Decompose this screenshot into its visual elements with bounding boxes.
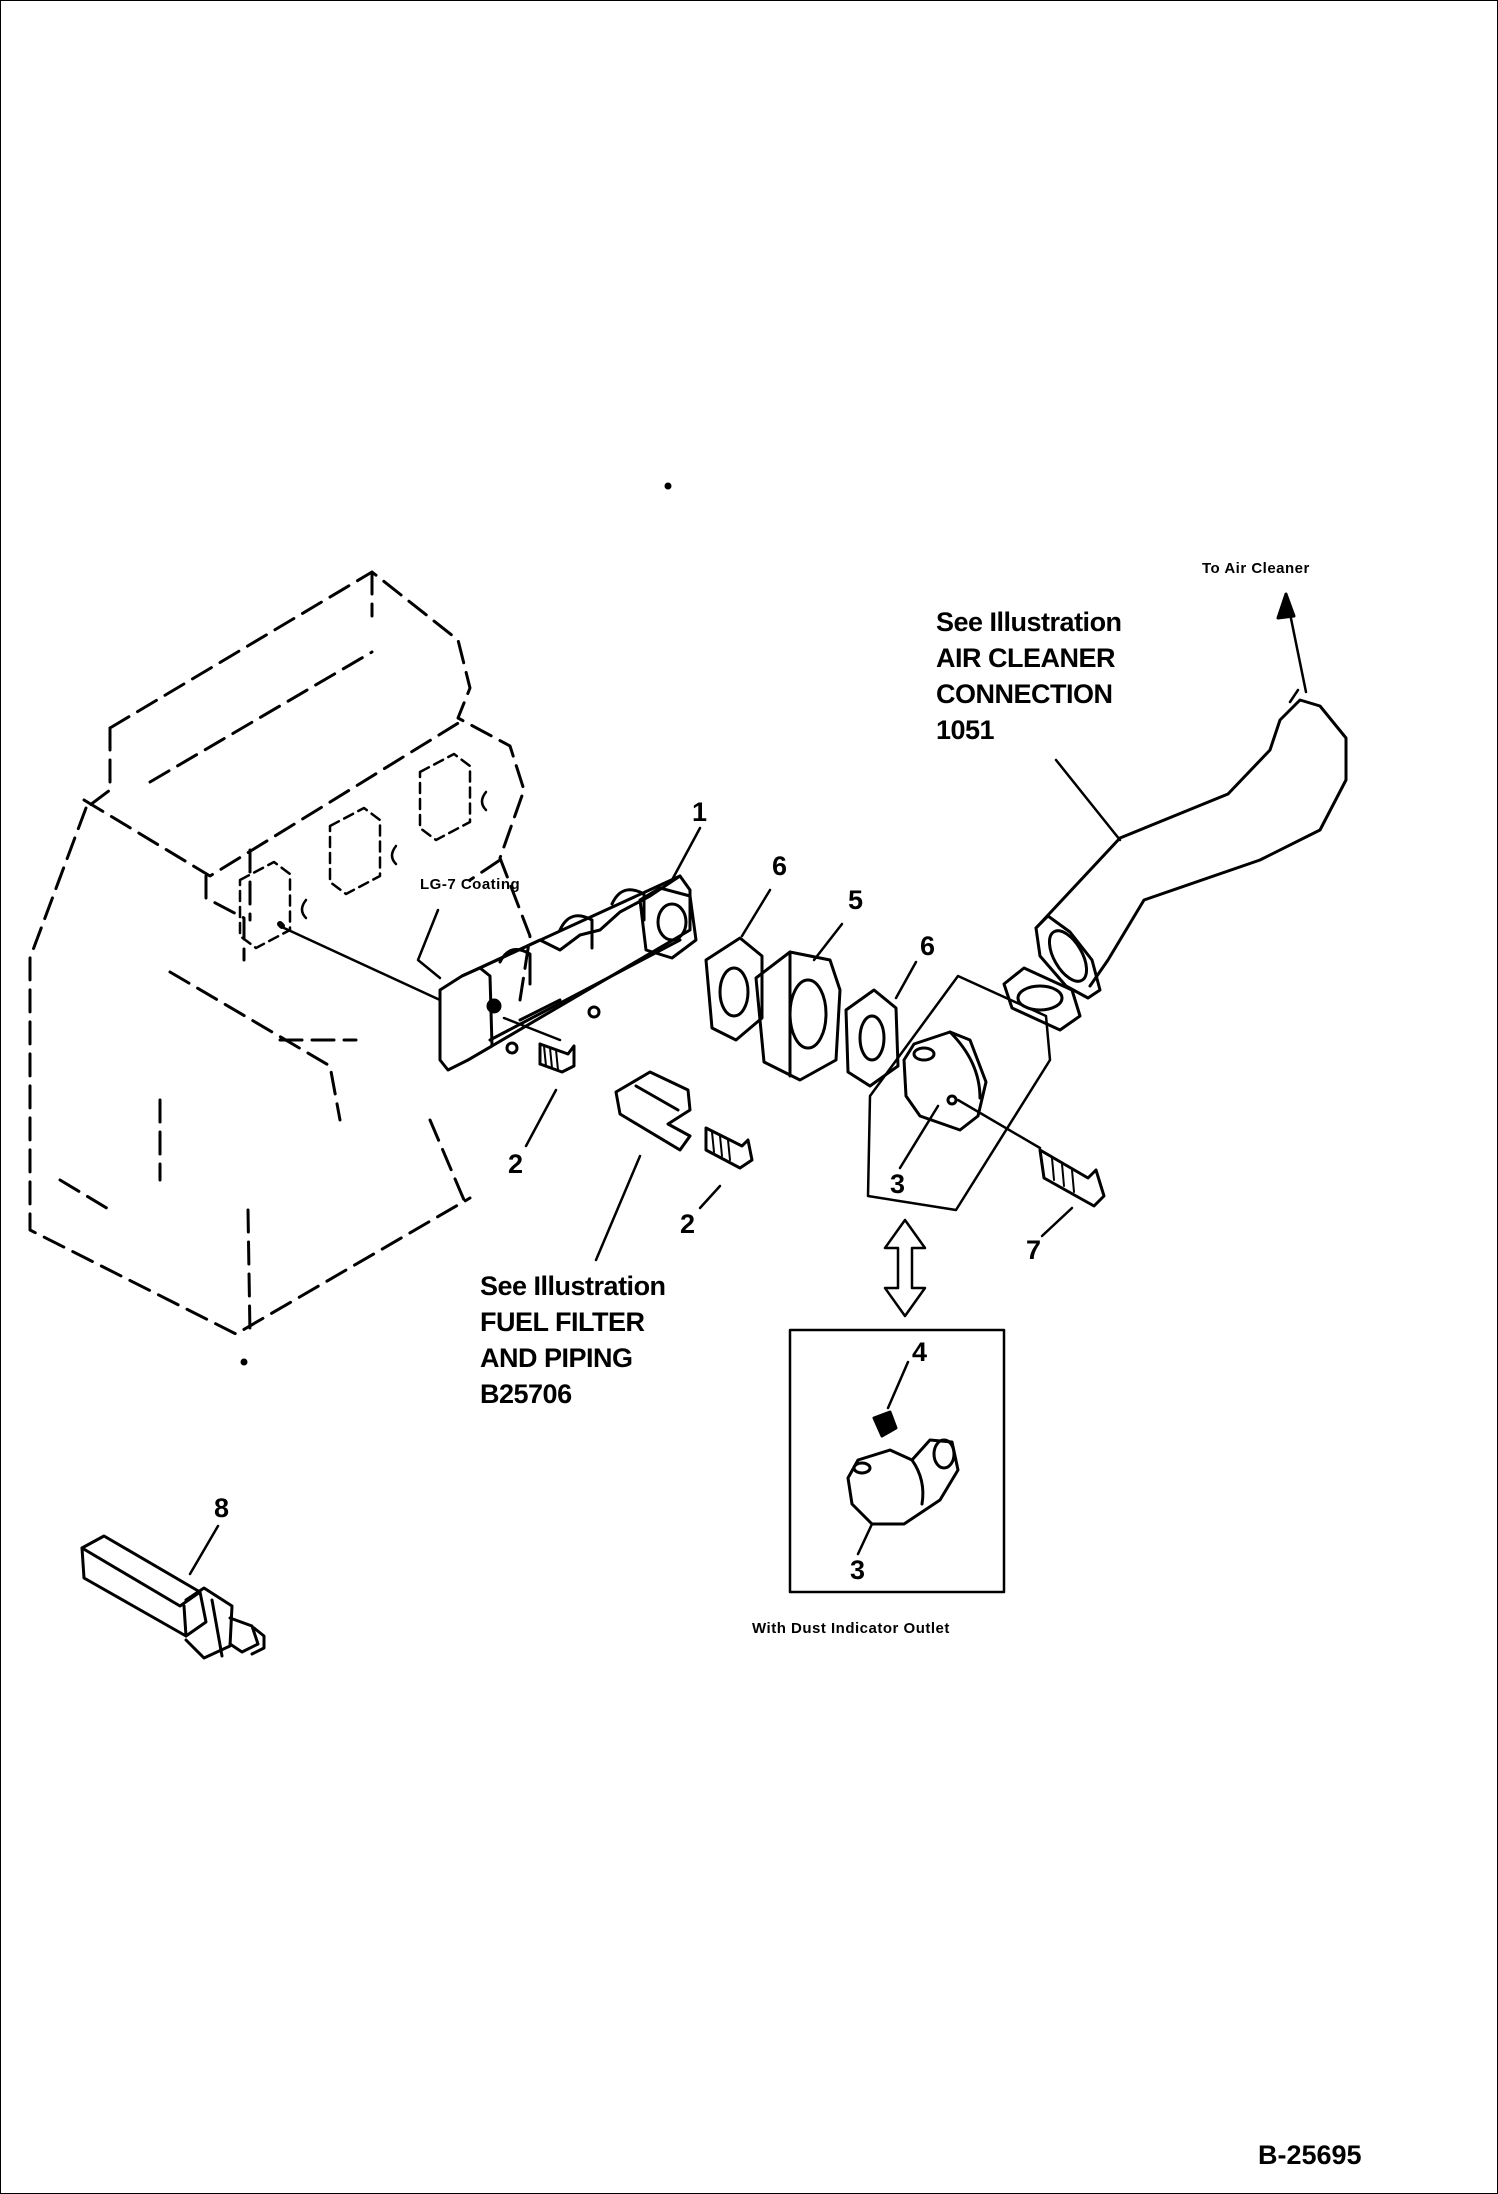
- callout-1: 1: [692, 797, 708, 827]
- plug-4: [872, 1360, 910, 1438]
- callout-5: 5: [848, 885, 864, 915]
- gasket-6a: [704, 888, 772, 1042]
- see-fuel-filter-line3: AND PIPING: [480, 1343, 633, 1373]
- exhaust-manifold: [438, 874, 698, 1072]
- bolt-7: [956, 1098, 1106, 1238]
- engine-block: [28, 570, 532, 1336]
- speck: [664, 482, 672, 490]
- double-arrow: [883, 1218, 927, 1318]
- stud-line: [282, 926, 442, 1002]
- tool-8: [80, 1524, 266, 1660]
- see-air-cleaner-line2: AIR CLEANER: [936, 643, 1116, 673]
- dust-indicator-box: [788, 1328, 1006, 1594]
- callout-7: 7: [1026, 1235, 1042, 1265]
- callout-6a: 6: [772, 851, 788, 881]
- elbow-3-with-indicator: [846, 1438, 960, 1556]
- see-fuel-filter-line4: B25706: [480, 1379, 572, 1409]
- bolt-2b: [698, 1126, 754, 1210]
- figure-reference: B-25695: [1258, 2140, 1362, 2170]
- to-air-cleaner-arrow: [1276, 592, 1308, 694]
- hose-clamp: [1002, 966, 1082, 1032]
- bracket: [594, 1070, 692, 1262]
- air-hose: [1034, 688, 1348, 1000]
- see-air-cleaner-line4: 1051: [936, 715, 995, 745]
- see-air-cleaner-line1: See Illustration: [936, 607, 1122, 637]
- callout-2a: 2: [508, 1149, 524, 1179]
- with-dust-indicator-label: With Dust Indicator Outlet: [752, 1620, 950, 1637]
- to-air-cleaner-label: To Air Cleaner: [1202, 560, 1310, 577]
- speck: [240, 1358, 248, 1366]
- callout-3b: 3: [850, 1555, 866, 1585]
- callout-3a: 3: [890, 1169, 906, 1199]
- see-fuel-filter-line1: See Illustration: [480, 1271, 666, 1301]
- callout-4: 4: [912, 1337, 928, 1367]
- lg7-coating-label: LG-7 Coating: [420, 876, 521, 893]
- elbow-group-outline: [866, 974, 1052, 1212]
- see-fuel-filter-line2: FUEL FILTER: [480, 1307, 645, 1337]
- see-air-cleaner-line3: CONNECTION: [936, 679, 1113, 709]
- adapter-5: [754, 922, 844, 1082]
- callout-2b: 2: [680, 1209, 696, 1239]
- bolt-2a: [502, 1016, 576, 1074]
- gasket-6b: [844, 960, 918, 1088]
- callout-6b: 6: [920, 931, 936, 961]
- callout-8: 8: [214, 1493, 230, 1523]
- elbow-3: [898, 1030, 988, 1170]
- lg7-leader: [416, 908, 442, 980]
